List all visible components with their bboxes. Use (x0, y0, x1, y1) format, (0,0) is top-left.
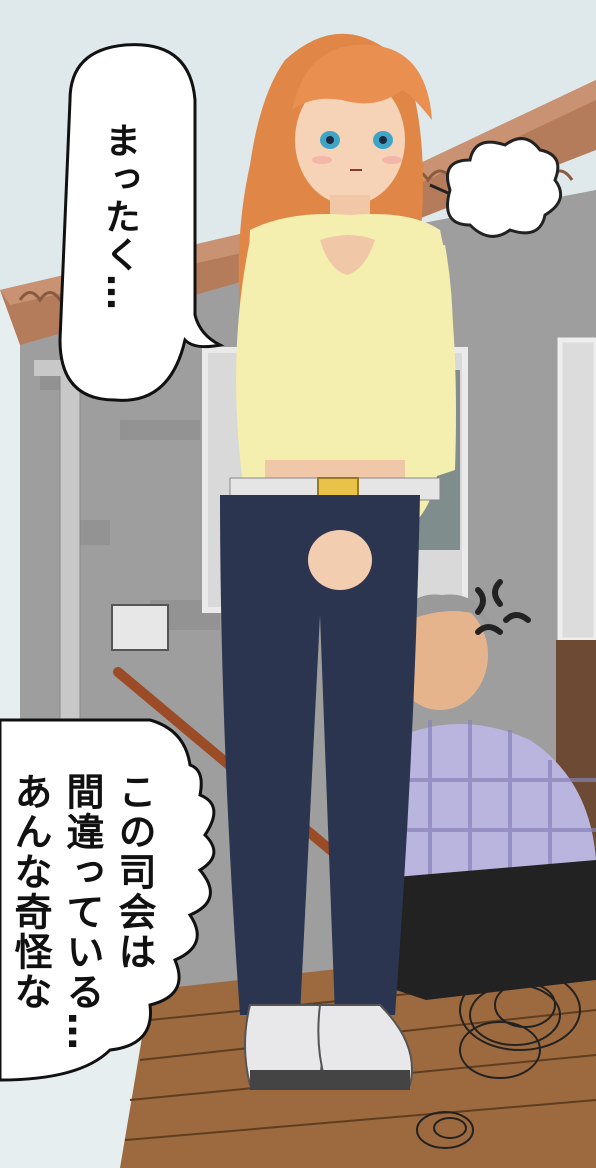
puff-cloud-icon (446, 137, 563, 238)
bubble-2-line-3: あんな奇怪な (8, 772, 52, 1012)
anger-mark-icon (475, 579, 531, 635)
window-right (557, 337, 596, 643)
bubble-2-text: この司会は 間違っている… あんな奇怪な (0, 772, 160, 1052)
bubble-2-line-1: この司会は (112, 772, 156, 972)
bubble-1-line-1: まったく… (99, 122, 140, 312)
bubble-1-text: まったく… (98, 122, 140, 312)
puff-line (429, 183, 449, 195)
speech-bubble-2 (0, 718, 216, 1082)
meter-box (111, 604, 169, 651)
scribble-icon (416, 969, 581, 1149)
girl-figure (220, 33, 456, 1090)
speech-bubble-1 (58, 43, 225, 402)
bubble-2-line-2: 間違っている… (60, 772, 104, 1052)
